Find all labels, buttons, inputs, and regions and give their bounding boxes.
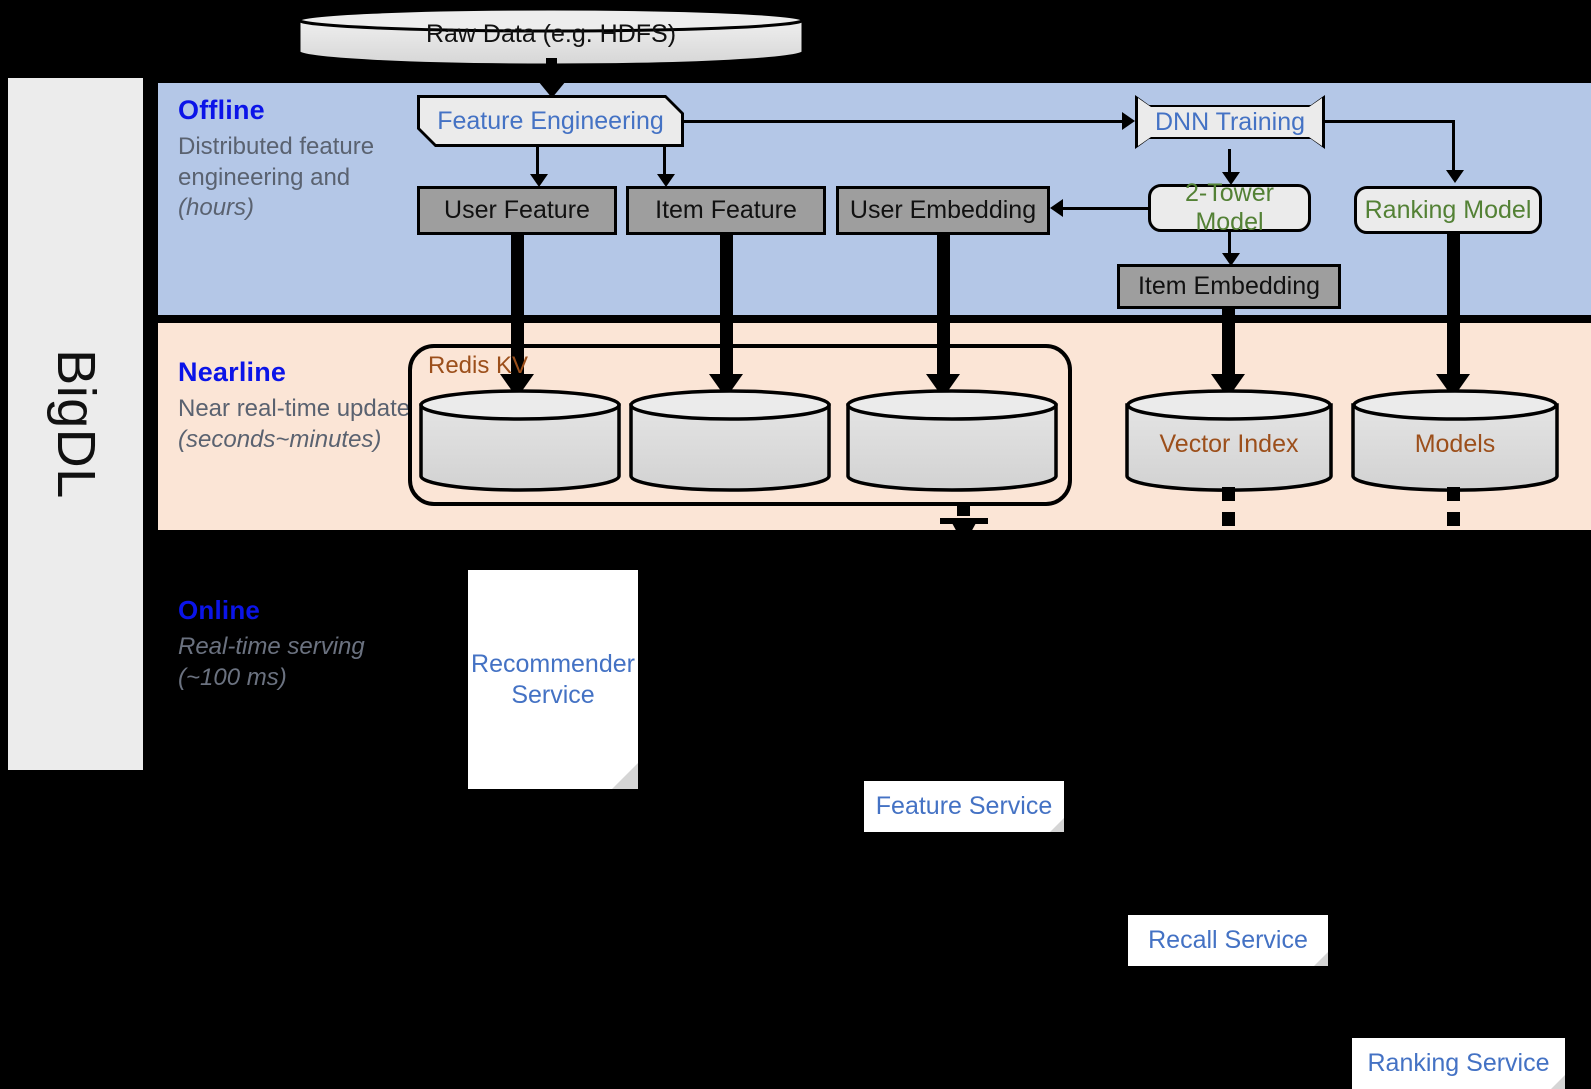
raw-data-label: Raw Data (e.g. HDFS)	[425, 20, 677, 48]
twotower-to-itemembedding-arrowhead	[1222, 253, 1240, 266]
recommender-service-label: Recommender Service	[471, 650, 635, 709]
offline-subtitle: Distributed feature engineering and (hou…	[178, 132, 408, 224]
nearline-title: Nearline	[178, 357, 287, 387]
fe-to-dnn-arrowhead	[1122, 112, 1135, 130]
models-dash-1	[1447, 487, 1460, 501]
item-feature-box[interactable]: Item Feature	[626, 186, 826, 235]
fe-to-itemfeature-line	[663, 147, 666, 180]
user-feature-label: User Feature	[444, 196, 590, 225]
nearline-subtitle-text: Near real-time update	[178, 395, 411, 422]
offline-subtitle-text: Distributed feature engineering and	[178, 133, 375, 191]
redis-cylinder-user-embedding	[845, 388, 1060, 493]
models-dash-2	[1447, 512, 1460, 526]
redis-kv-label: Redis KV	[428, 352, 529, 379]
vector-index-cylinder: Vector Index	[1124, 388, 1334, 493]
user-embedding-box[interactable]: User Embedding	[836, 186, 1050, 235]
redis-cylinder-item-feature	[628, 388, 833, 493]
fe-to-userfeature-arrowhead	[530, 174, 548, 187]
two-tower-model-label: 2-Tower Model	[1185, 179, 1274, 236]
redis-to-featureservice-arrowhead	[952, 523, 976, 545]
redis-kv-container	[408, 344, 1072, 506]
nearline-caption: Nearline Near real-time update (seconds~…	[178, 357, 428, 455]
user-embedding-label: User Embedding	[849, 196, 1037, 225]
dnn-to-ranking-arrowhead	[1446, 170, 1464, 183]
itemembedding-to-vector-stem	[1222, 308, 1235, 382]
online-title: Online	[178, 595, 261, 625]
online-subtitle-text: Real-time serving	[178, 633, 365, 660]
ranking-service-doc[interactable]: Ranking Service	[1352, 1038, 1565, 1089]
ranking-model-box[interactable]: Ranking Model	[1354, 186, 1542, 234]
fe-to-userfeature-line	[536, 147, 539, 180]
ranking-service-label: Ranking Service	[1367, 1049, 1550, 1078]
dnn-to-ranking-h	[1325, 120, 1455, 123]
online-caption: Online Real-time serving (~100 ms)	[178, 595, 428, 693]
redis-cylinder-user-feature	[418, 388, 623, 493]
two-tower-model-box[interactable]: 2-Tower Model	[1148, 179, 1311, 236]
offline-title: Offline	[178, 95, 265, 125]
bigdl-label: BigDL	[45, 349, 106, 499]
ranking-model-label: Ranking Model	[1364, 195, 1532, 224]
vector-index-dash-2	[1222, 512, 1235, 526]
fe-to-itemfeature-arrowhead	[657, 174, 675, 187]
item-embedding-box[interactable]: Item Embedding	[1117, 264, 1341, 309]
twotower-to-itemembedding-line	[1228, 232, 1231, 258]
twotower-to-userembedding-line	[1063, 207, 1150, 210]
vector-index-dash-1	[1222, 487, 1235, 501]
diagram-canvas: BigDL Offline Distributed feature engine…	[8, 6, 1591, 1089]
recommender-service-body	[468, 570, 638, 789]
offline-caption: Offline Distributed feature engineering …	[178, 95, 408, 224]
raw-data-cylinder: Raw Data (e.g. HDFS)	[296, 6, 806, 66]
user-feature-box[interactable]: User Feature	[417, 186, 617, 235]
online-subtitle-em: (~100 ms)	[178, 663, 287, 691]
nearline-subtitle-em: (seconds~minutes)	[178, 425, 382, 453]
item-feature-label: Item Feature	[655, 196, 797, 225]
rankingmodel-to-models-stem	[1447, 233, 1460, 382]
dnn-to-twotower-arrowhead	[1222, 172, 1240, 185]
online-subtitle: Real-time serving (~100 ms)	[178, 632, 428, 693]
dnn-to-twotower-line	[1228, 149, 1231, 177]
nearline-subtitle: Near real-time update (seconds~minutes)	[178, 394, 428, 455]
recommender-service-doc[interactable]: Recommender Service	[468, 570, 638, 789]
models-cylinder: Models	[1350, 388, 1560, 493]
vector-index-label: Vector Index	[1159, 430, 1299, 458]
recall-service-doc[interactable]: Recall Service	[1128, 915, 1328, 966]
item-embedding-label: Item Embedding	[1137, 272, 1321, 301]
feature-engineering-label: Feature Engineering	[420, 98, 681, 144]
raw-to-offline-arrowhead	[529, 70, 575, 98]
redis-to-featureservice-dash	[957, 504, 970, 516]
bigdl-rail: BigDL	[8, 78, 143, 770]
dnn-to-ranking-v	[1452, 120, 1455, 172]
redis-to-featureservice-bar	[940, 518, 988, 524]
dnn-training-label: DNN Training	[1138, 98, 1322, 146]
feature-engineering-box[interactable]: Feature Engineering	[417, 95, 684, 147]
offline-subtitle-em: (hours)	[178, 194, 255, 222]
models-label: Models	[1414, 430, 1496, 458]
fe-to-dnn-line	[684, 120, 1124, 123]
recall-service-label: Recall Service	[1148, 926, 1308, 955]
twotower-to-userembedding-arrowhead	[1050, 199, 1063, 217]
raw-to-offline-stem	[546, 58, 557, 72]
